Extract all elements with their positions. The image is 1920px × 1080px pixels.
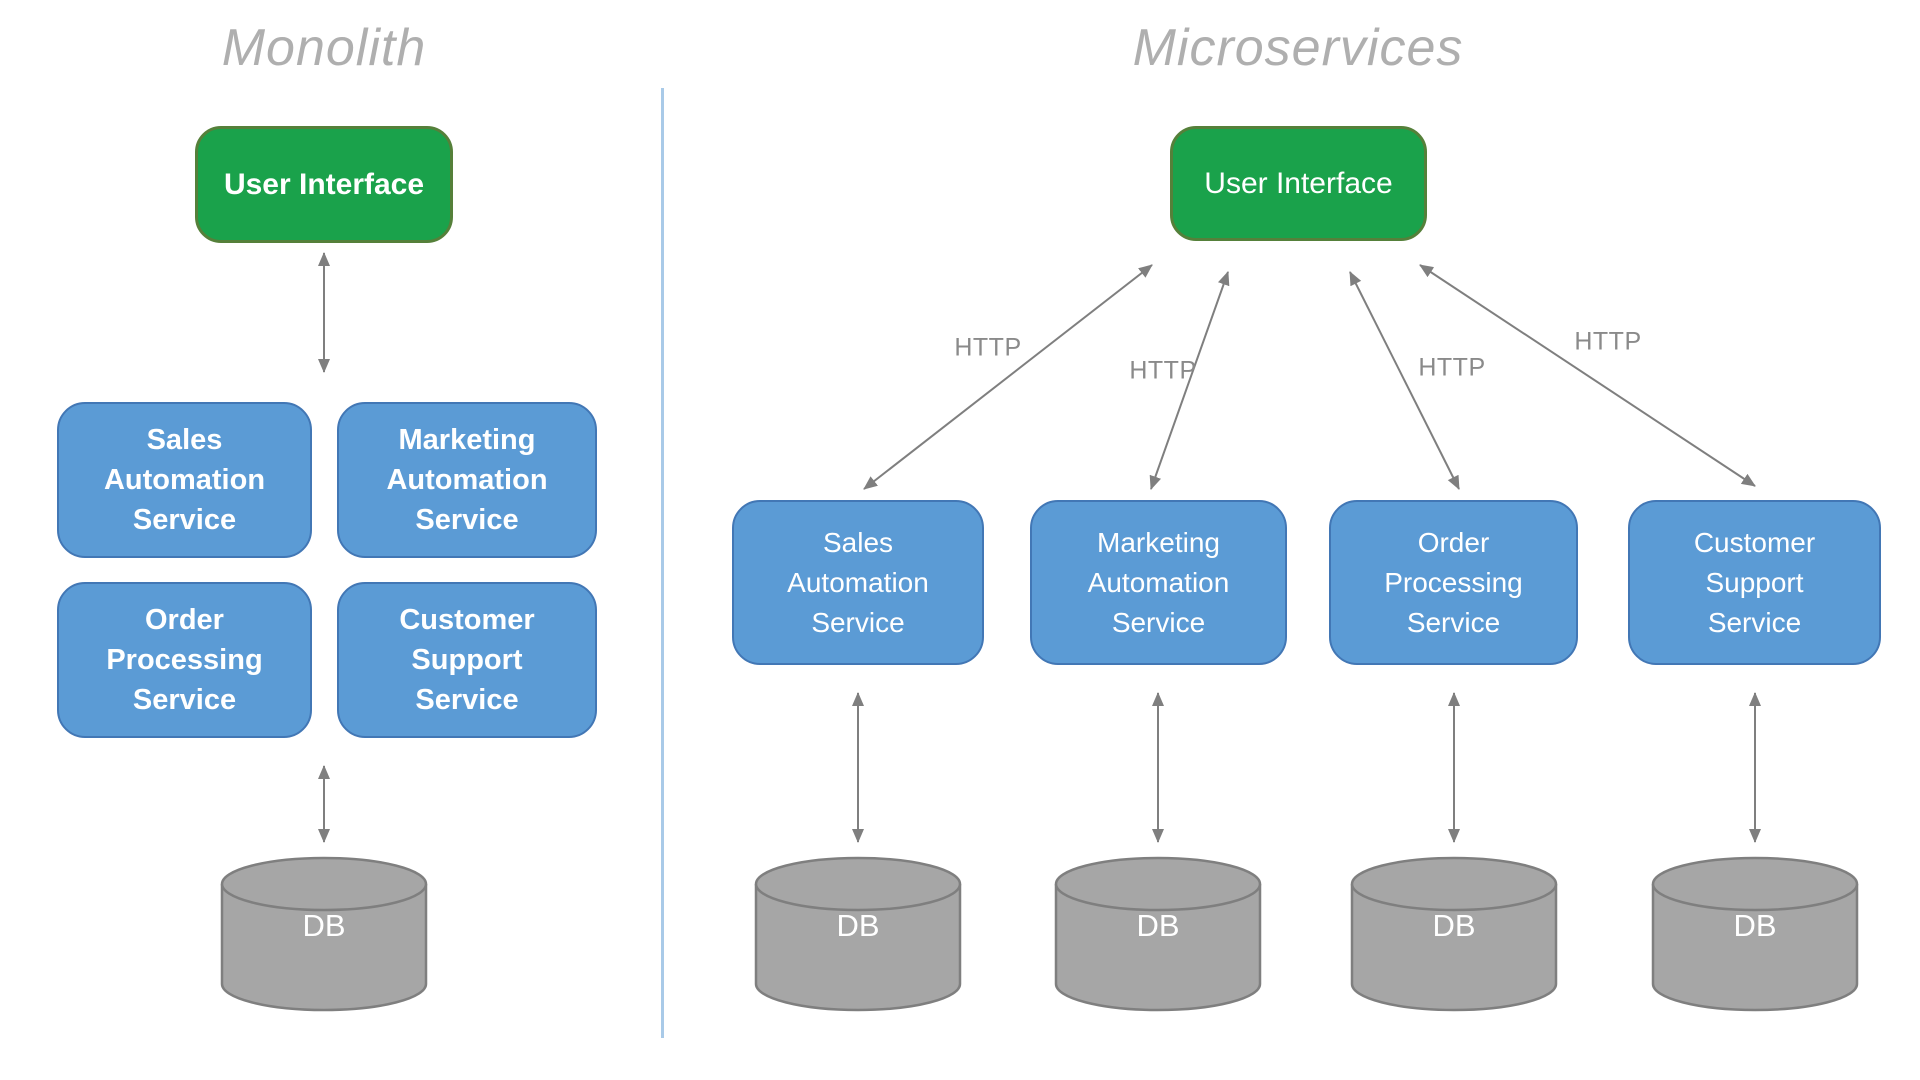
db-label: DB — [1136, 908, 1180, 943]
service-label: Customer Support Service — [1693, 526, 1816, 638]
http-arrow-sales — [863, 264, 1153, 490]
monolith-service-marketing-automation: Marketing Automation Service — [337, 402, 597, 558]
microservices-ui-box: User Interface — [1170, 126, 1427, 241]
http-label-1: HTTP — [954, 333, 1022, 362]
db-label: DB — [1733, 908, 1777, 943]
microservice-db-cylinder-3: DB — [1349, 856, 1559, 1012]
http-label-3: HTTP — [1418, 353, 1486, 382]
db-cylinder-icon — [1054, 856, 1262, 1012]
service-label: Sales Automation Service — [103, 424, 266, 536]
monolith-service-sales-automation: Sales Automation Service — [57, 402, 312, 558]
monolith-service-customer-support: Customer Support Service — [337, 582, 597, 738]
db-cylinder-icon — [1651, 856, 1859, 1012]
microservices-title: Microservices — [1132, 19, 1464, 77]
microservices-ui-label: User Interface — [1204, 166, 1393, 200]
microservice-db-cylinder-4: DB — [1650, 856, 1860, 1012]
panel-divider — [661, 88, 664, 1038]
http-label-2: HTTP — [1129, 356, 1197, 385]
microservice-db-cylinder-2: DB — [1053, 856, 1263, 1012]
service-label: Sales Automation Service — [787, 526, 929, 638]
microservice-sales-automation: Sales Automation Service — [732, 500, 984, 665]
service-label: Order Processing Service — [106, 604, 263, 716]
service-label: Marketing Automation Service — [1087, 526, 1230, 638]
microservice-marketing-automation: Marketing Automation Service — [1030, 500, 1287, 665]
microservice-customer-support: Customer Support Service — [1628, 500, 1881, 665]
db-cylinder-icon — [1350, 856, 1558, 1012]
db-cylinder-icon — [754, 856, 962, 1012]
http-label-4: HTTP — [1574, 327, 1642, 356]
microservice-db-cylinder-1: DB — [753, 856, 963, 1012]
monolith-ui-label: User Interface — [223, 167, 425, 201]
db-label: DB — [836, 908, 880, 943]
microservice-order-processing: Order Processing Service — [1329, 500, 1578, 665]
monolith-ui-box: User Interface — [195, 126, 453, 243]
db-label: DB — [1432, 908, 1476, 943]
service-label: Marketing Automation Service — [386, 424, 548, 536]
db-label: DB — [302, 908, 346, 943]
monolith-db-cylinder: DB — [219, 856, 429, 1012]
service-label: Order Processing Service — [1384, 526, 1523, 638]
db-cylinder-icon — [220, 856, 428, 1012]
monolith-title: Monolith — [221, 19, 427, 77]
service-label: Customer Support Service — [399, 604, 535, 716]
monolith-service-order-processing: Order Processing Service — [57, 582, 312, 738]
